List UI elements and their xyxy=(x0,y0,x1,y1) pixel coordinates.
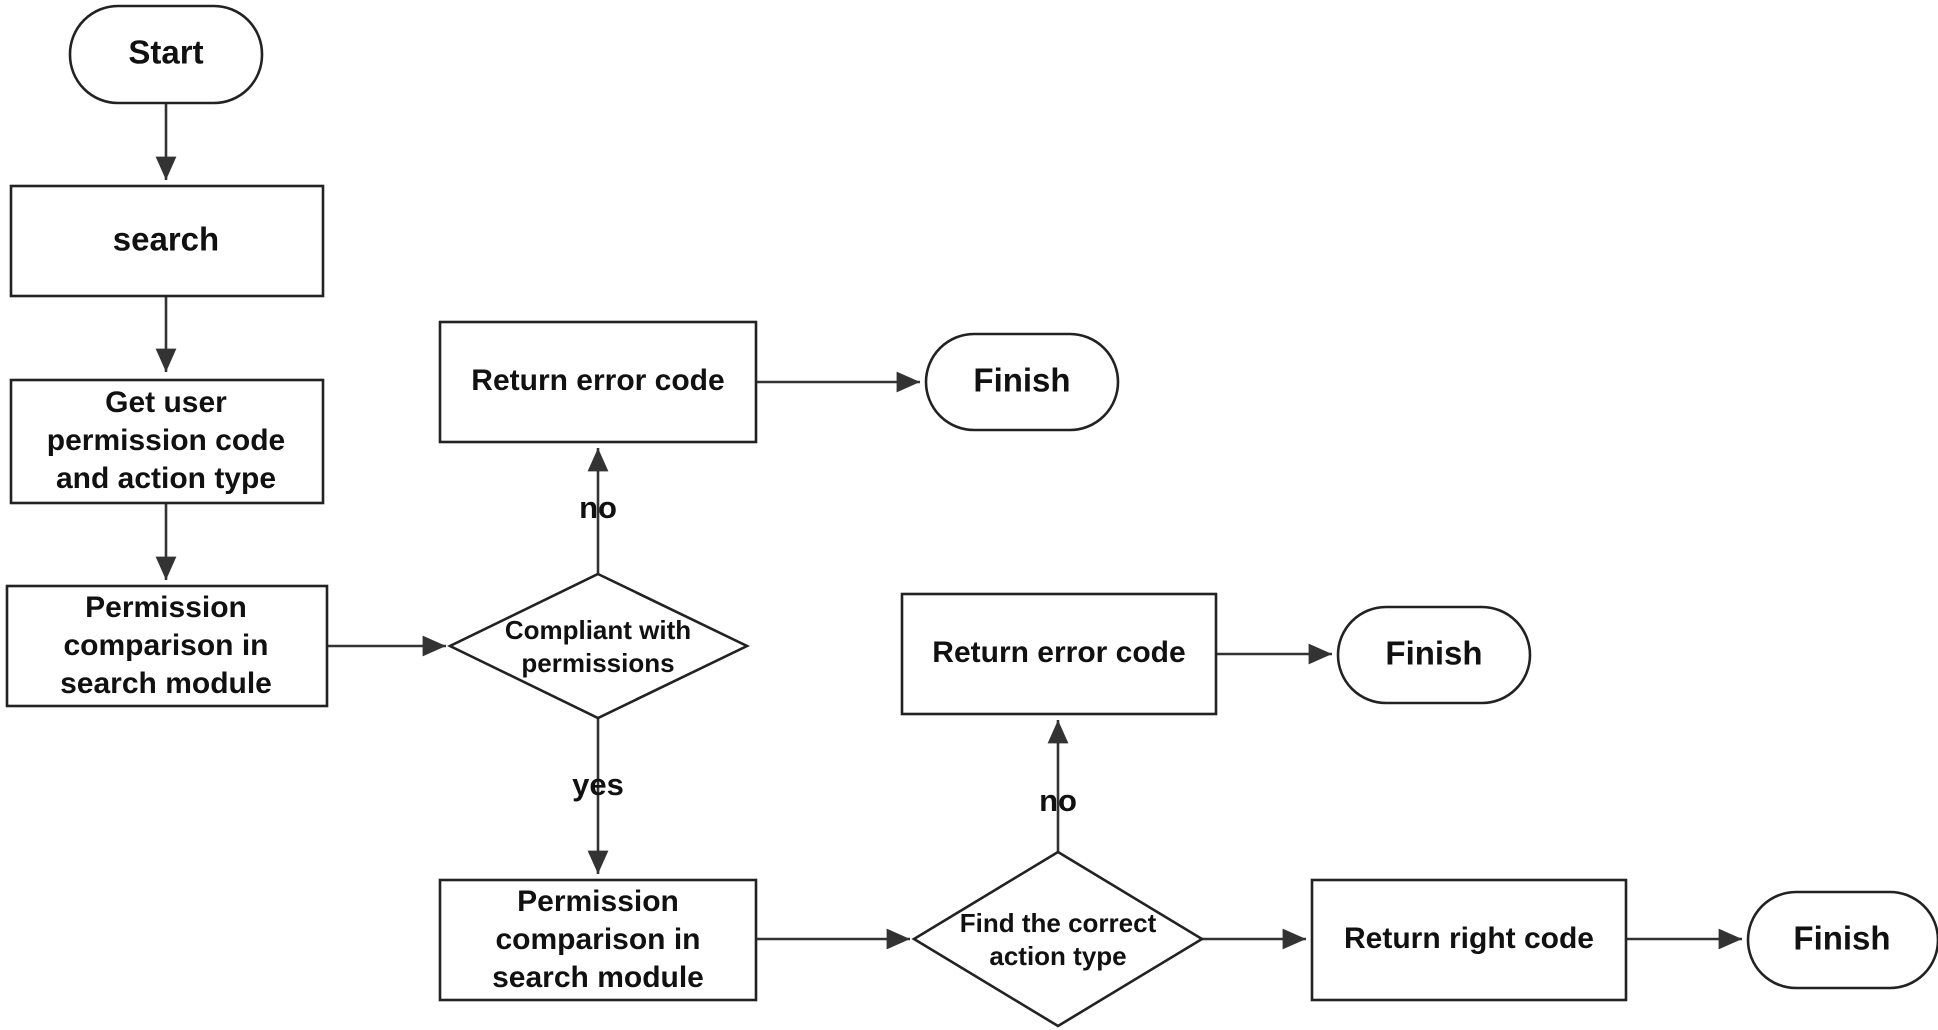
find-action-line-1: Find the correct xyxy=(960,908,1157,938)
edge-label-no-1: no xyxy=(579,490,617,525)
find-action-line-2: action type xyxy=(989,941,1126,971)
error-2-label: Return error code xyxy=(932,636,1185,669)
comparison-1-line-2: comparison in xyxy=(63,629,268,662)
get-user-line-2: permission code xyxy=(47,424,285,457)
error-1-node: Return error code xyxy=(438,320,758,444)
finish-2-label: Finish xyxy=(1385,635,1482,672)
get-user-line-3: and action type xyxy=(56,462,276,495)
comparison-2-line-1: Permission xyxy=(517,885,679,918)
start-node: Start xyxy=(68,4,264,105)
comparison-2-line-3: search module xyxy=(492,961,704,994)
get-user-line-1: Get user xyxy=(105,386,227,419)
finish-2-node: Finish xyxy=(1336,605,1532,705)
compliant-line-2: permissions xyxy=(521,648,674,678)
comparison-2-line-2: comparison in xyxy=(495,923,700,956)
find-action-decision: Find the correct action type xyxy=(911,850,1205,1028)
comparison-1-line-3: search module xyxy=(60,667,272,700)
right-code-node: Return right code xyxy=(1310,878,1628,1002)
error-2-node: Return error code xyxy=(900,592,1218,716)
edge-label-no-2: no xyxy=(1039,783,1077,818)
edges xyxy=(155,104,1742,950)
compliant-line-1: Compliant with xyxy=(505,615,691,645)
search-node-label: search xyxy=(113,221,219,258)
finish-1-label: Finish xyxy=(973,362,1070,399)
finish-1-node: Finish xyxy=(924,332,1120,432)
comparison-2-node: Permission comparison in search module xyxy=(438,878,758,1002)
start-node-label: Start xyxy=(128,34,203,71)
search-node: search xyxy=(9,184,325,298)
compliant-decision: Compliant with permissions xyxy=(447,572,750,720)
finish-3-node: Finish xyxy=(1746,890,1938,990)
comparison-1-line-1: Permission xyxy=(85,591,247,624)
right-code-label: Return right code xyxy=(1344,922,1594,955)
comparison-1-node: Permission comparison in search module xyxy=(5,584,329,708)
finish-3-label: Finish xyxy=(1793,920,1890,957)
edge-label-yes-1: yes xyxy=(572,767,624,802)
get-user-node: Get user permission code and action type xyxy=(9,378,325,505)
error-1-label: Return error code xyxy=(471,364,724,397)
